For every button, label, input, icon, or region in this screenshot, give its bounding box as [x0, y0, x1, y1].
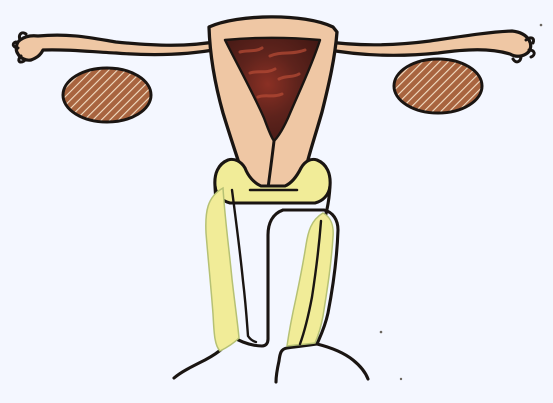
right-ovary	[394, 59, 482, 113]
vagina	[174, 186, 368, 382]
speck-3	[540, 24, 543, 27]
speck-1	[380, 331, 383, 334]
left-ovary	[63, 68, 151, 122]
right-vaginal-wall-fill	[287, 213, 333, 346]
left-fallopian-tube	[16, 35, 220, 60]
right-fallopian-tube	[322, 31, 531, 56]
speck-2	[400, 378, 402, 380]
